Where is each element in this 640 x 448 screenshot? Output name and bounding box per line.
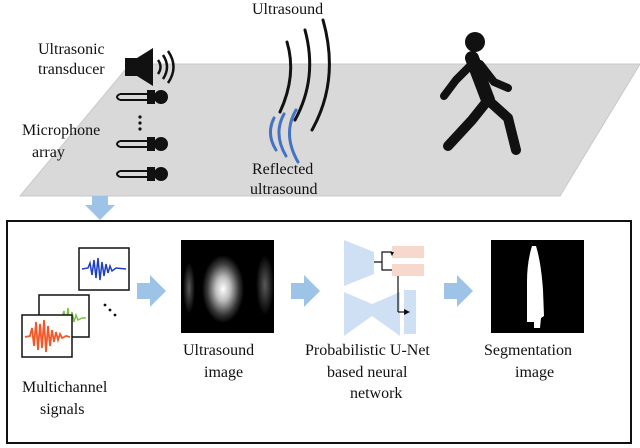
transducer-label-line1: Ultrasonic	[38, 41, 105, 58]
walking-person-icon	[440, 32, 521, 155]
floor-plane	[18, 63, 640, 197]
ultrasound-wave-arcs	[278, 18, 331, 132]
microphone-label-line1: Microphone	[22, 122, 101, 139]
ultrasound-label: Ultrasound	[252, 1, 324, 18]
network-label-line1: Probabilistic U-Net	[305, 342, 430, 359]
signals-label-line1: Multichannel	[22, 379, 108, 396]
transducer-label-line2: transducer	[38, 61, 105, 78]
unet-network-diagram	[344, 240, 424, 336]
signal-ellipsis	[103, 303, 117, 317]
signal-window-blue	[78, 247, 130, 291]
reflected-label-line2: ultrasound	[250, 181, 318, 198]
flow-arrow-2	[291, 275, 320, 307]
flow-arrow-1	[137, 275, 166, 307]
segmentation-image	[491, 240, 584, 333]
network-label-line3: network	[350, 385, 403, 402]
network-label-line2: based neural	[327, 364, 408, 381]
ultrasound-image-label-line1: Ultrasound	[183, 342, 255, 359]
down-arrow	[85, 196, 115, 220]
speaker-icon	[125, 48, 175, 86]
segmentation-label-line1: Segmentation	[484, 342, 572, 359]
signals-label-line2: signals	[40, 401, 85, 418]
ultrasound-image-label-line2: image	[204, 364, 244, 381]
segmentation-label-line2: image	[515, 364, 555, 381]
reflected-wave-arcs	[269, 108, 300, 164]
ultrasound-image	[181, 240, 274, 333]
reflected-label-line1: Reflected	[252, 161, 314, 178]
microphone-ellipsis	[138, 115, 142, 131]
microphone-icon	[116, 90, 168, 181]
signal-window-red	[21, 314, 73, 358]
pipeline-box	[6, 220, 632, 444]
microphone-label-line2: array	[32, 144, 65, 161]
flow-arrow-3	[444, 275, 473, 307]
